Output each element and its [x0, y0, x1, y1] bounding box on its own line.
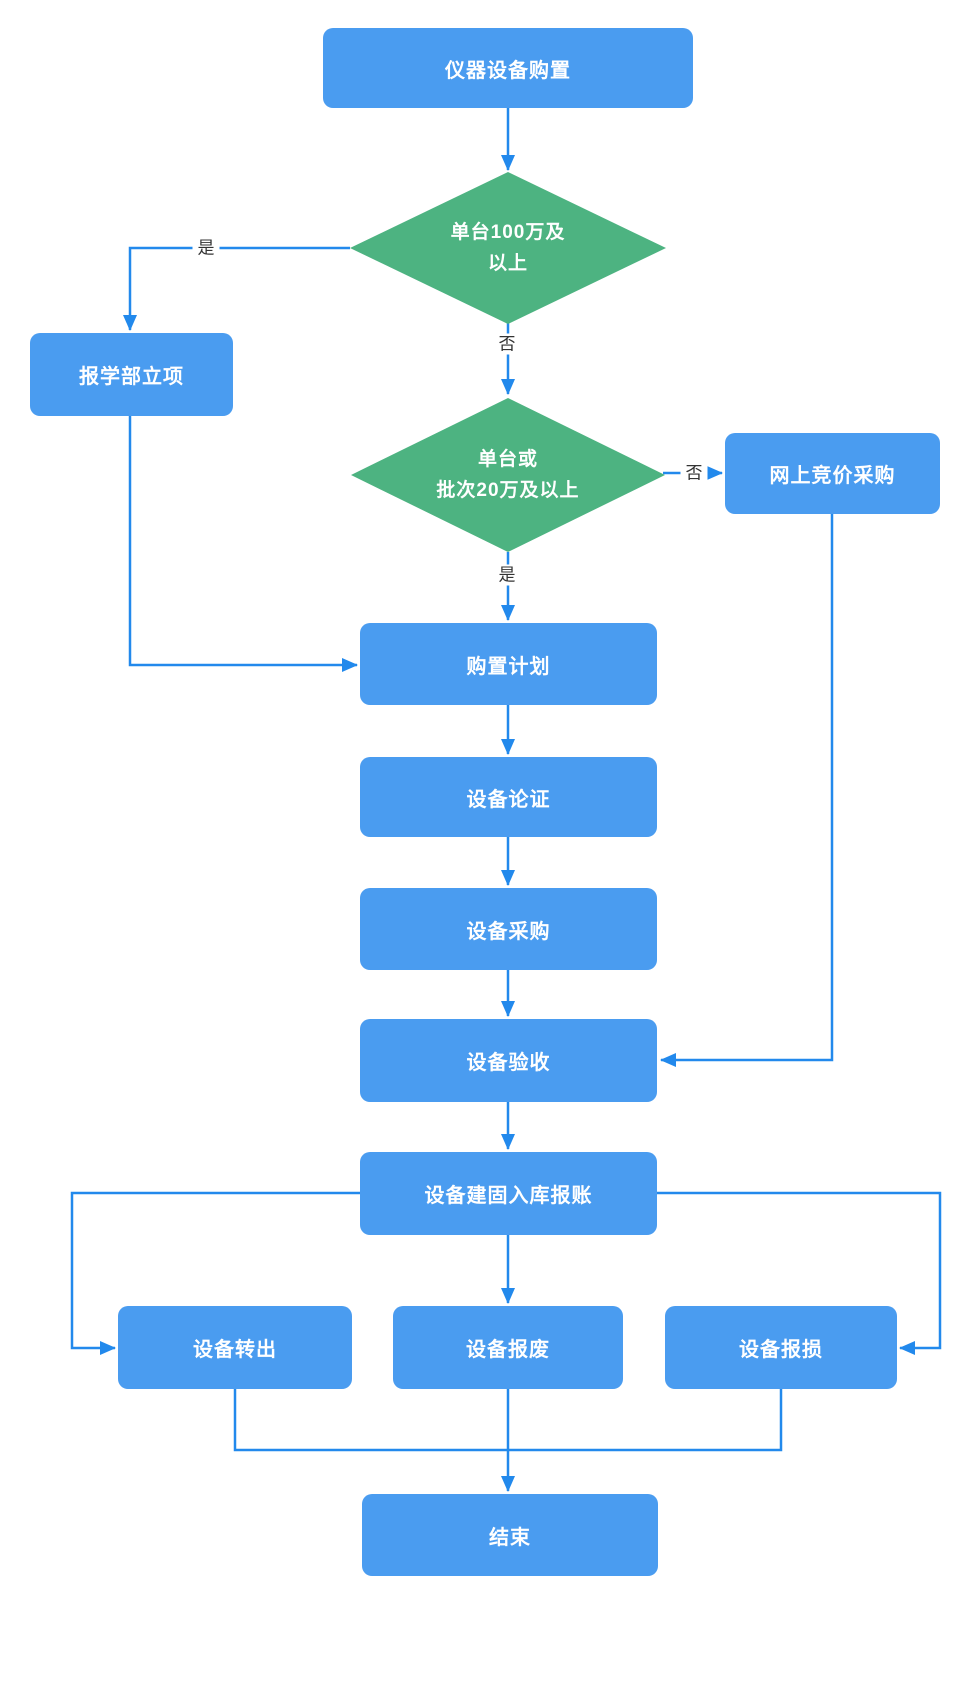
- node-purchase-plan: 购置计划: [360, 623, 657, 705]
- node-decision-20w-label: 单台或 批次20万及以上: [436, 449, 580, 501]
- node-start: 仪器设备购置: [323, 28, 693, 108]
- node-end: 结束: [362, 1494, 658, 1576]
- edge-bidding-to-acceptance: [660, 514, 834, 1067]
- node-purchase-plan-label: 购置计划: [466, 655, 551, 678]
- node-equipment-buy: 设备采购: [360, 888, 657, 970]
- node-equipment-buy-label: 设备采购: [466, 920, 551, 943]
- node-equipment-transfer-label: 设备转出: [193, 1339, 277, 1361]
- edge-register-to-transfer: [70, 1191, 360, 1355]
- edge-transfer-to-merge: [233, 1389, 508, 1452]
- node-equipment-review-label: 设备论证: [466, 788, 551, 811]
- node-equipment-scrap: 设备报废: [393, 1306, 623, 1389]
- node-start-label: 仪器设备购置: [445, 59, 571, 82]
- node-equipment-damage: 设备报损: [665, 1306, 897, 1389]
- node-end-label: 结束: [489, 1526, 531, 1549]
- edge-label-decision20w-no: 否: [680, 462, 708, 484]
- node-bureau-approval-label: 报学部立项: [79, 366, 184, 388]
- edge-label-decision100w-no: 否: [493, 333, 521, 355]
- node-decision-100w-label: 单台100万及 以上: [450, 222, 566, 274]
- edge-damage-to-merge: [508, 1389, 783, 1452]
- node-equipment-accept: 设备验收: [360, 1019, 657, 1102]
- node-equipment-accept-label: 设备验收: [466, 1052, 551, 1074]
- edge-label-decision20w-yes: 是: [493, 564, 521, 586]
- node-equipment-register: 设备建固入库报账: [360, 1152, 657, 1235]
- edge-label-decision100w-yes: 是: [192, 237, 220, 259]
- node-online-bidding-label: 网上竞价采购: [769, 465, 896, 487]
- node-equipment-damage-label: 设备报损: [739, 1339, 823, 1361]
- node-equipment-transfer: 设备转出: [118, 1306, 352, 1389]
- edge-decision100w-yes: [123, 246, 350, 331]
- node-equipment-scrap-label: 设备报废: [466, 1339, 550, 1361]
- node-equipment-register-label: 设备建固入库报账: [424, 1185, 593, 1207]
- node-equipment-review: 设备论证: [360, 757, 657, 837]
- edge-register-to-damage: [657, 1191, 942, 1355]
- node-online-bidding: 网上竞价采购: [725, 433, 940, 514]
- node-bureau-approval: 报学部立项: [30, 333, 233, 416]
- edge-bureau-to-plan: [128, 416, 358, 672]
